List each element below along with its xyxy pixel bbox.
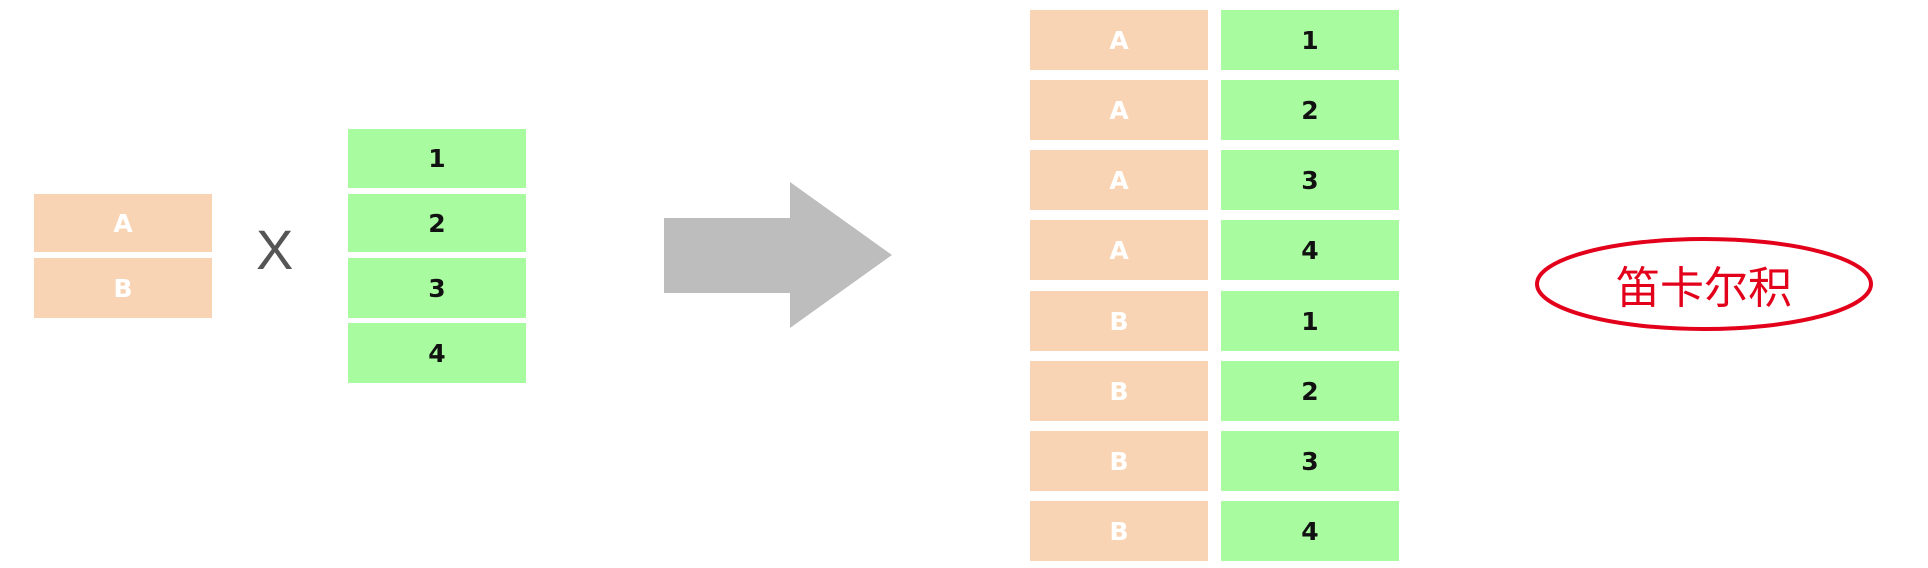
result-right-cell: 2	[1221, 80, 1399, 140]
result-right-cell: 1	[1221, 10, 1399, 70]
result-left-cell: A	[1030, 220, 1208, 280]
result-left-cell: A	[1030, 10, 1208, 70]
result-left-cell: B	[1030, 291, 1208, 351]
right-set-cell: 1	[348, 129, 526, 188]
right-arrow-icon	[664, 182, 892, 328]
left-set-cell: A	[34, 194, 212, 252]
multiply-operator: X	[256, 218, 294, 281]
result-right-cell: 3	[1221, 150, 1399, 210]
label-ellipse	[1535, 237, 1873, 331]
result-right-cell: 1	[1221, 291, 1399, 351]
left-set-cell: B	[34, 258, 212, 318]
right-set-cell: 2	[348, 194, 526, 252]
result-right-cell: 2	[1221, 361, 1399, 421]
right-set-cell: 4	[348, 323, 526, 383]
result-left-cell: B	[1030, 501, 1208, 561]
result-right-cell: 4	[1221, 501, 1399, 561]
result-left-cell: A	[1030, 150, 1208, 210]
cartesian-product-label: 笛卡尔积	[1616, 263, 1792, 314]
result-left-cell: B	[1030, 431, 1208, 491]
result-left-cell: A	[1030, 80, 1208, 140]
result-left-cell: B	[1030, 361, 1208, 421]
result-right-cell: 4	[1221, 220, 1399, 280]
right-set-cell: 3	[348, 258, 526, 318]
result-right-cell: 3	[1221, 431, 1399, 491]
